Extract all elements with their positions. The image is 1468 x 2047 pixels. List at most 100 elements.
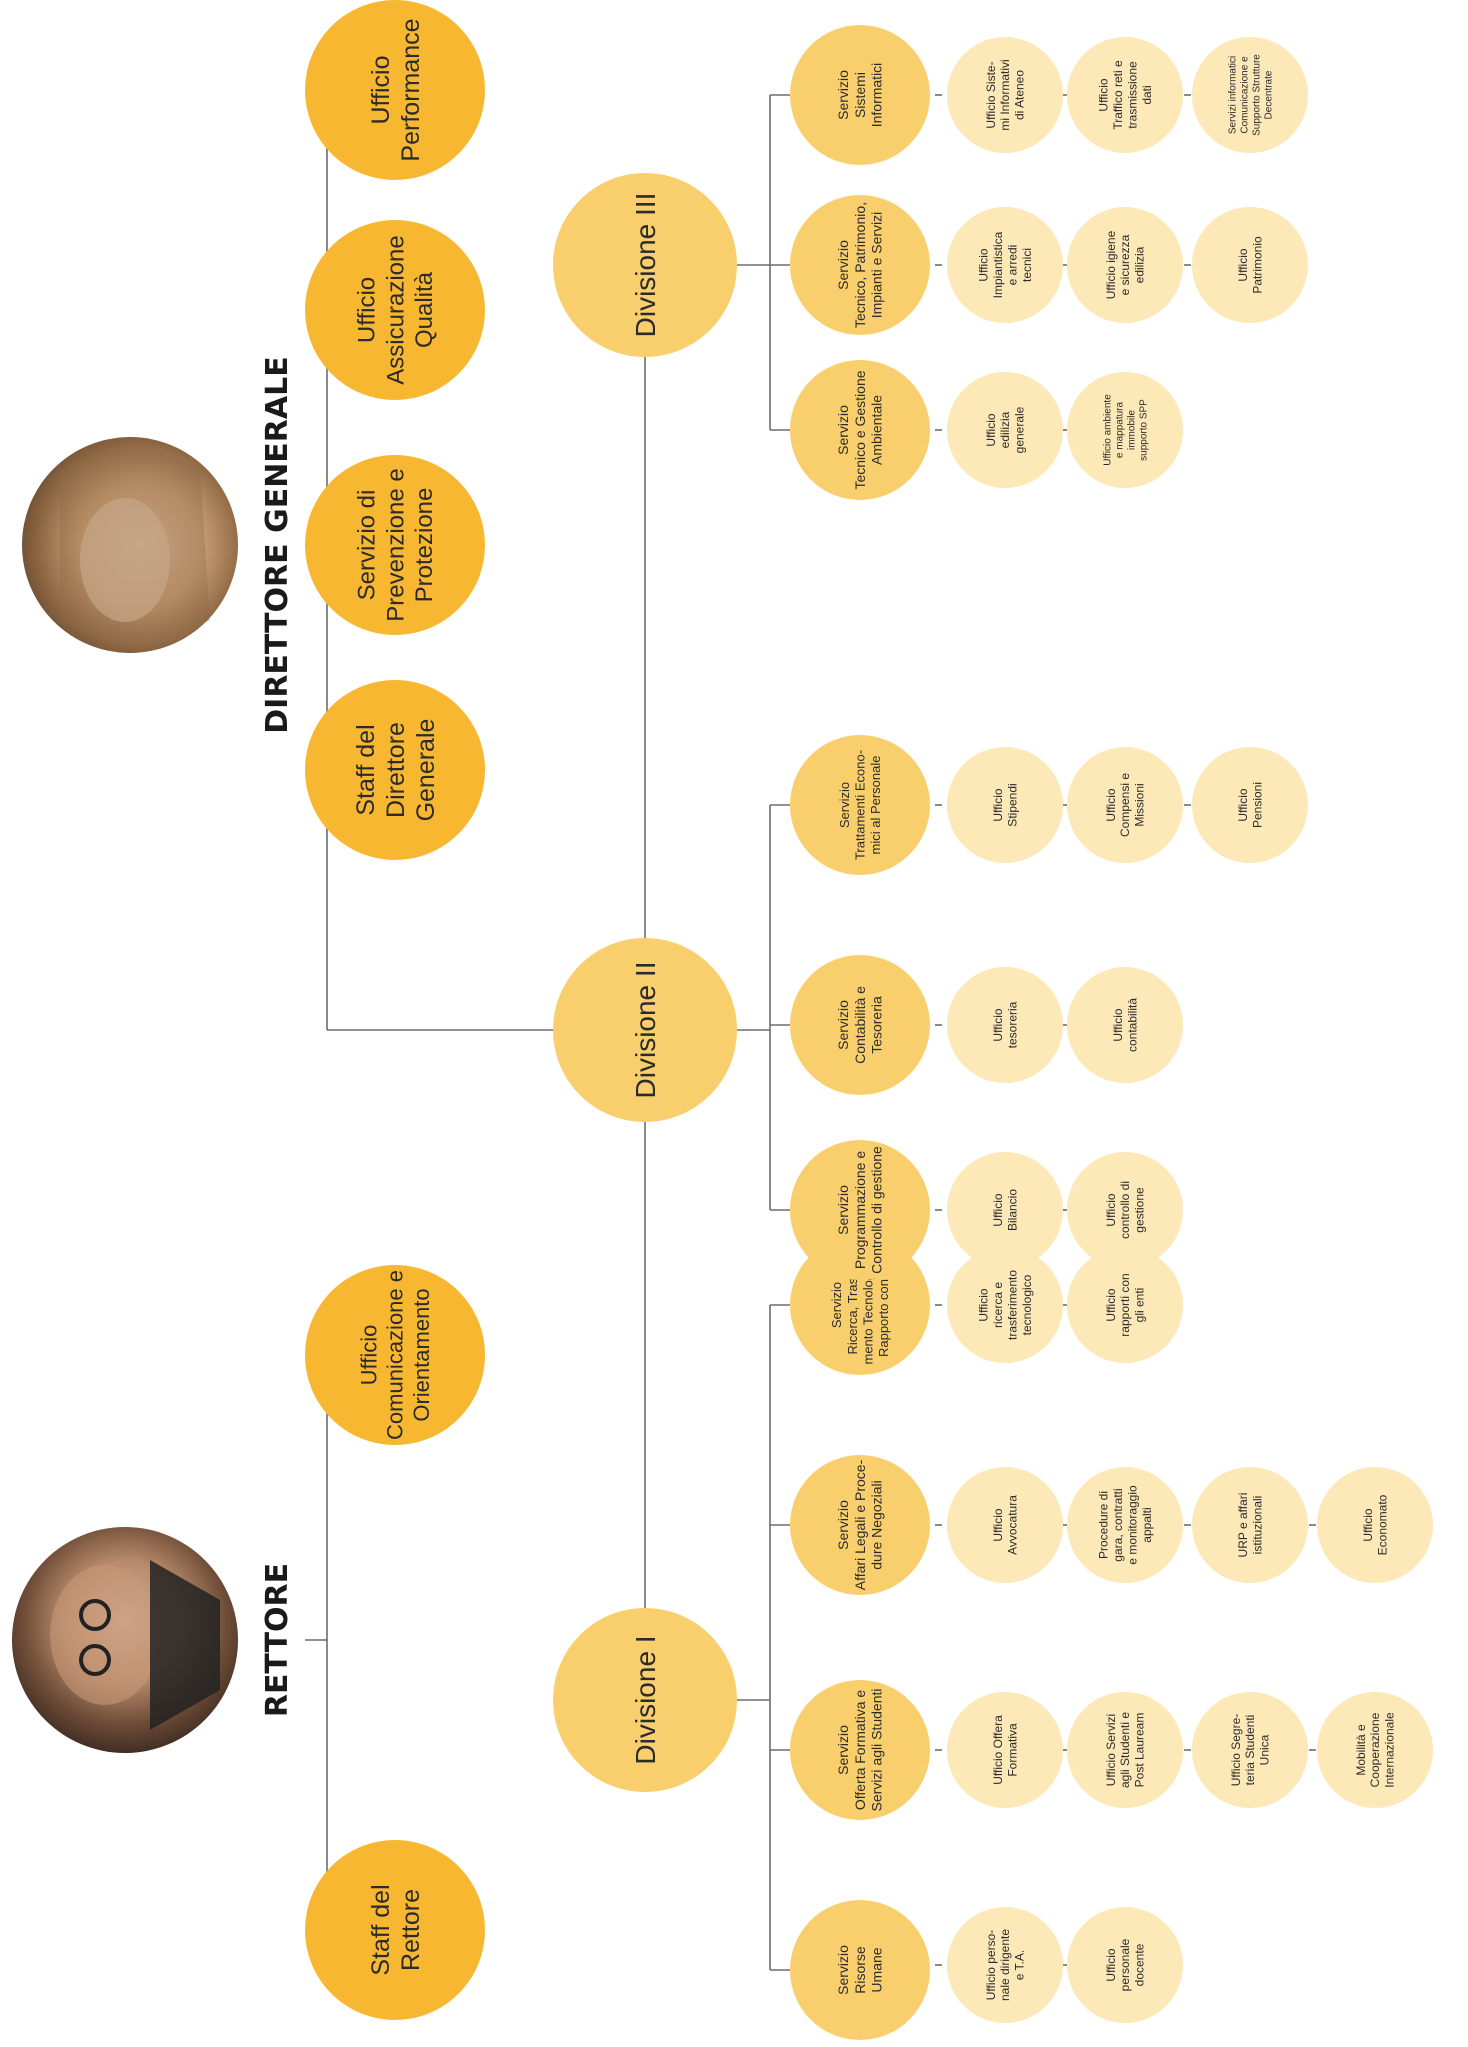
node-label: Ufficio Segre-teria StudentiUnica — [1229, 1714, 1272, 1786]
node-label: UfficioImpiantisticae arreditecnici — [977, 231, 1034, 298]
node-circle — [305, 220, 485, 400]
node-label: Divisione II — [630, 962, 661, 1099]
node-circle — [947, 37, 1063, 153]
node-circle — [1192, 1467, 1308, 1583]
node-circle — [947, 1247, 1063, 1363]
node-performance: UfficioPerformance — [305, 0, 485, 180]
node-u-sistemi-ateneo: Ufficio Siste-mi Informatividi Ateneo — [947, 37, 1063, 153]
node-label: ServizioOfferta Formativa eServizi agli … — [835, 1689, 885, 1812]
node-circle — [790, 1140, 930, 1280]
rector-photo — [12, 1527, 238, 1753]
node-label: Staff delRettore — [367, 1884, 425, 1975]
node-u-economato: UfficioEconomato — [1317, 1467, 1433, 1583]
node-u-rapporti: Ufficiorapporti congli enti — [1067, 1247, 1183, 1363]
node-u-impiantistica: UfficioImpiantisticae arreditecnici — [947, 207, 1063, 323]
node-label: Ufficiotesoreria — [991, 1001, 1019, 1048]
node-assicurazione-qualita: UfficioAssicurazioneQualità — [305, 220, 485, 400]
node-circle — [553, 938, 737, 1122]
node-label: Ufficioediliziagenerale — [984, 406, 1027, 453]
node-circle — [790, 195, 930, 335]
node-u-avvocatura: UfficioAvvocatura — [947, 1467, 1063, 1583]
node-circle — [1067, 747, 1183, 863]
node-circle — [1067, 372, 1183, 488]
node-label: Servizio diPrevenzione eProtezione — [354, 468, 439, 621]
node-div3: Divisione III — [553, 173, 737, 357]
node-label: Ufficio OfferaFormativa — [991, 1715, 1019, 1785]
node-label: UfficioTraffico reti etrasmissionedati — [1097, 60, 1154, 130]
node-label: UfficioPerformance — [367, 18, 425, 161]
node-u-servizi-stud: Ufficio Serviziagli Studenti ePost Laure… — [1067, 1692, 1183, 1808]
node-label: UfficioPatrimonio — [1236, 236, 1264, 294]
node-circle — [947, 1907, 1063, 2023]
rector-title: RETTORE — [260, 1563, 295, 1717]
node-staff-dg: Staff delDirettoreGenerale — [305, 680, 485, 860]
node-u-bilancio: UfficioBilancio — [947, 1152, 1063, 1268]
node-u-edilizia: Ufficioediliziagenerale — [947, 372, 1063, 488]
node-circle — [305, 0, 485, 180]
node-s-programmazione: ServizioProgrammazione eControllo di ges… — [790, 1140, 930, 1280]
node-circle — [947, 967, 1063, 1083]
node-circle — [1067, 1467, 1183, 1583]
node-u-offerta: Ufficio OfferaFormativa — [947, 1692, 1063, 1808]
node-label: Ufficio Siste-mi Informatividi Ateneo — [984, 59, 1027, 130]
node-label: UfficioEconomato — [1361, 1494, 1389, 1555]
director-photo — [22, 437, 238, 653]
node-s-legali: ServizioAffari Legali e Proce-dure Negoz… — [790, 1455, 930, 1595]
node-u-pensioni: UfficioPensioni — [1192, 747, 1308, 863]
node-label: Ufficiorapporti congli enti — [1104, 1273, 1147, 1336]
node-label: URP e affariistituzionali — [1236, 1493, 1264, 1558]
node-u-servizi-info: Servizi informaticiComunicazione eSuppor… — [1192, 37, 1308, 153]
node-u-traffico: UfficioTraffico reti etrasmissionedati — [1067, 37, 1183, 153]
node-circle — [1067, 207, 1183, 323]
node-circle — [947, 207, 1063, 323]
node-label: UfficioPensioni — [1236, 782, 1264, 828]
node-label: UfficioBilancio — [991, 1189, 1019, 1231]
node-circle — [947, 372, 1063, 488]
node-label: ServizioTrattamenti Econo-mici al Person… — [837, 750, 883, 860]
node-circle — [305, 455, 485, 635]
node-circle — [790, 1680, 930, 1820]
node-s-sistemi: ServizioSistemiInformatici — [790, 25, 930, 165]
node-circle — [305, 1840, 485, 2020]
node-circle — [1317, 1692, 1433, 1808]
node-circle — [1067, 1152, 1183, 1268]
node-s-ru: ServizioRisorseUmane — [790, 1900, 930, 2040]
node-u-controllo: Ufficiocontrollo digestione — [1067, 1152, 1183, 1268]
node-label: Servizi informaticiComunicazione eSuppor… — [1228, 54, 1275, 136]
node-label: Ufficio igienee sicurezzaedilizia — [1104, 230, 1147, 299]
node-circle — [1067, 967, 1183, 1083]
node-circle — [1067, 1692, 1183, 1808]
node-circle — [553, 1608, 737, 1792]
node-u-contabilita: Ufficiocontabilità — [1067, 967, 1183, 1083]
node-u-ricerca: Ufficioricerca etrasferimentotecnologico — [947, 1247, 1063, 1363]
node-staff-rettore: Staff delRettore — [305, 1840, 485, 2020]
node-circle — [790, 25, 930, 165]
node-circle — [790, 360, 930, 500]
node-label: ServizioSistemiInformatici — [835, 63, 885, 128]
node-label: Ufficiocontabilità — [1111, 998, 1139, 1052]
director-title: DIRETTORE GENERALE — [260, 356, 295, 733]
node-label: ServizioRisorseUmane — [835, 1945, 885, 1995]
node-u-tesoreria: Ufficiotesoreria — [947, 967, 1063, 1083]
node-spp: Servizio diPrevenzione eProtezione — [305, 455, 485, 635]
node-u-stipendi: UfficioStipendi — [947, 747, 1063, 863]
node-label: Ufficiopersonaledocente — [1104, 1938, 1147, 1991]
node-label: ServizioTecnico, Patrimonio,Impianti e S… — [835, 202, 885, 328]
node-div1: Divisione I — [553, 1608, 737, 1792]
node-label: Divisione III — [630, 193, 661, 338]
node-s-trattamenti: ServizioTrattamenti Econo-mici al Person… — [790, 735, 930, 875]
node-u-mobilita: Mobilità eCooperazioneInternazionale — [1317, 1692, 1433, 1808]
node-circle — [1192, 207, 1308, 323]
node-label: UfficioCompensi eMissioni — [1104, 773, 1147, 837]
node-label: Staff delDirettoreGenerale — [352, 719, 440, 822]
node-circle — [1192, 1692, 1308, 1808]
node-label: Ufficio perso-nale dirigentee T.A. — [984, 1929, 1027, 2001]
node-label: ServizioAffari Legali e Proce-dure Negoz… — [835, 1459, 885, 1590]
node-s-tecnico: ServizioTecnico e GestioneAmbientale — [790, 360, 930, 500]
node-uff-comunicazione: UfficioComunicazione eOrientamento — [305, 1265, 485, 1445]
node-label: Mobilità eCooperazioneInternazionale — [1354, 1712, 1397, 1788]
node-label: Divisione I — [630, 1635, 661, 1764]
node-circle — [947, 1692, 1063, 1808]
node-circle — [1067, 1247, 1183, 1363]
